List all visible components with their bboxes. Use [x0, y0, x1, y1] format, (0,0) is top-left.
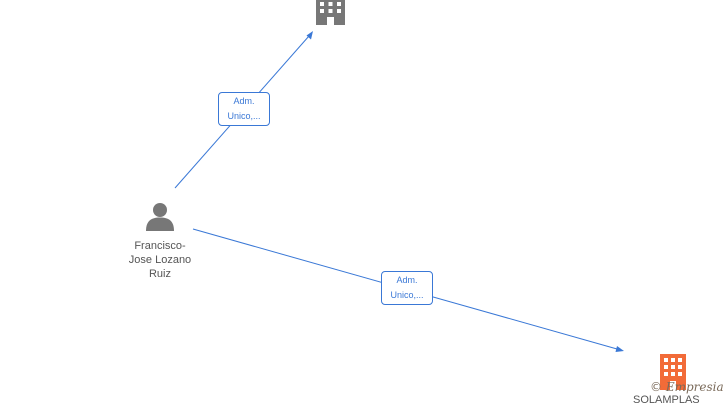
- edge-label-line: Unico,...: [227, 111, 261, 121]
- edge-label-bottom[interactable]: Adm. Unico,...: [381, 271, 433, 305]
- copyright-symbol: ©: [650, 380, 662, 394]
- edge-label-line: Adm.: [233, 96, 255, 106]
- edge-label-line: Unico,...: [390, 290, 424, 300]
- person-name-label[interactable]: Francisco- Jose Lozano Ruiz: [110, 239, 210, 281]
- company-name-label[interactable]: SOLAMPLAS: [633, 394, 700, 406]
- watermark-text: Empresia: [665, 380, 724, 394]
- edge-arrow-top: [306, 31, 313, 40]
- person-name-line: Ruiz: [148, 268, 171, 280]
- edge-label-top[interactable]: Adm. Unico,...: [218, 92, 270, 126]
- person-name-line: Francisco-: [134, 240, 186, 252]
- watermark: © Empresia: [650, 380, 724, 394]
- building-icon[interactable]: [660, 354, 686, 390]
- edge-arrow-bottom: [615, 346, 624, 352]
- building-icon[interactable]: [316, 0, 345, 25]
- person-name-line: Jose Lozano: [128, 254, 192, 266]
- edge-label-line: Adm.: [396, 275, 418, 285]
- person-icon[interactable]: [146, 203, 174, 231]
